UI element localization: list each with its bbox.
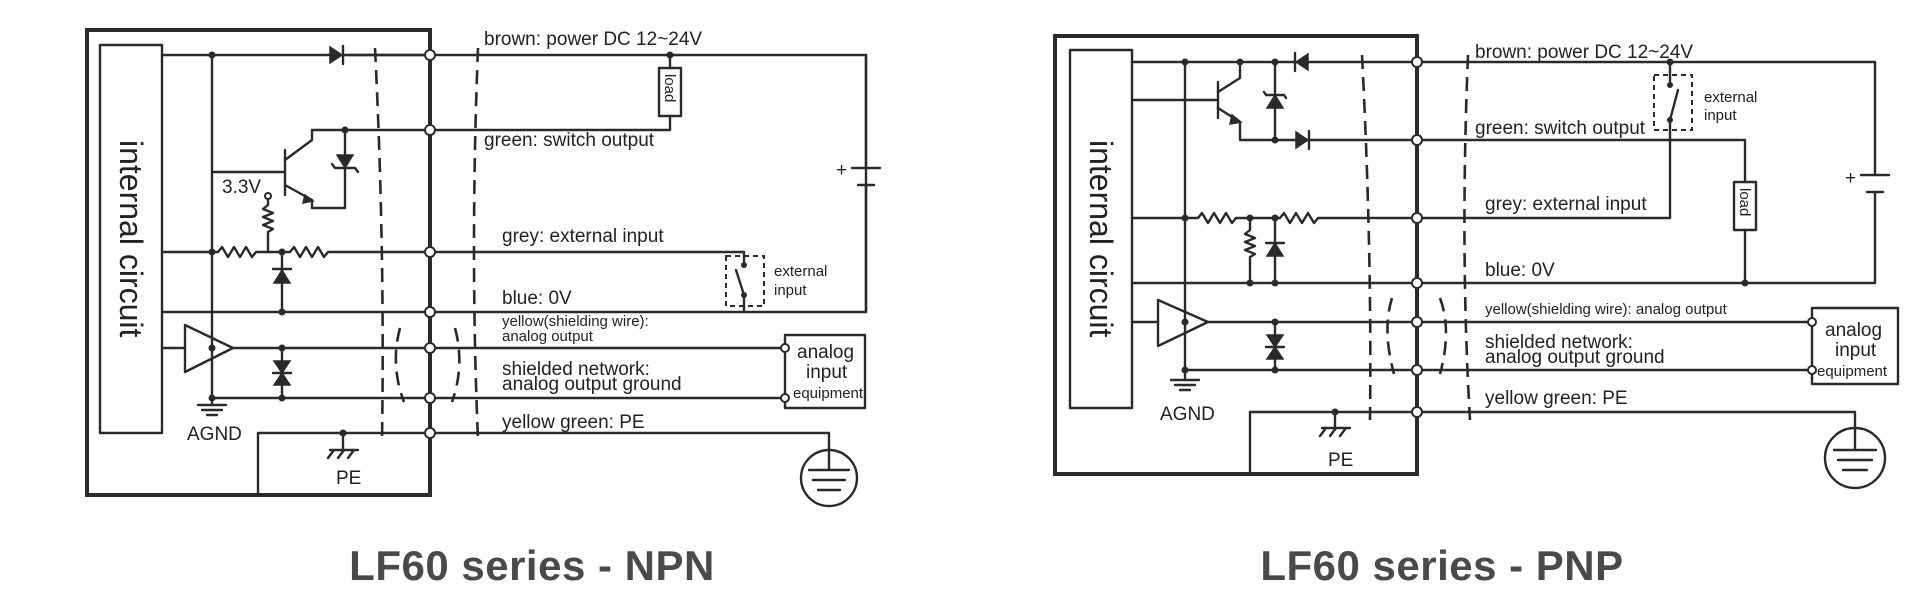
npn-pe-line <box>428 431 831 450</box>
npn-label-shield-2: analog output ground <box>502 374 682 395</box>
pnp-load-label: load <box>1736 188 1753 216</box>
npn-analog-label-1: analog <box>797 342 854 363</box>
npn-battery-plus: + <box>836 160 847 181</box>
npn-connector-terminals <box>424 49 436 439</box>
pnp-housing-box <box>1053 34 1419 476</box>
npn-label-grey: grey: external input <box>502 226 664 247</box>
pnp-label-grey: grey: external input <box>1485 194 1647 215</box>
npn-external-input-label-1: external <box>774 263 827 280</box>
pnp-connector-terminals <box>1411 56 1423 418</box>
pnp-external-input-switch <box>1653 74 1693 131</box>
npn-pe-label: PE <box>336 468 361 489</box>
npn-label-pe: yellow green: PE <box>502 412 645 433</box>
pnp-green-line <box>1415 138 1747 184</box>
pnp-analog-label-3: equipment <box>1817 363 1888 380</box>
pnp-label-shield-1: shielded network: <box>1485 332 1633 353</box>
pnp-caption: LF60 series - PNP <box>1260 542 1623 589</box>
pnp-internal-circuit-label: internal circuit <box>1083 140 1119 338</box>
pnp-label-shield-2: analog output ground <box>1485 347 1665 368</box>
pnp-shield-dash-left <box>1360 54 1372 421</box>
npn-external-input-label-2: input <box>774 282 807 299</box>
pnp-input-diode-icon <box>1265 241 1285 257</box>
npn-label-shield-1: shielded network: <box>502 359 650 380</box>
npn-label-yellow-1: yellow(shielding wire): <box>502 313 649 330</box>
pnp-label-brown: brown: power DC 12~24V <box>1475 42 1693 63</box>
pnp-brown-line <box>1415 60 1877 177</box>
pnp-label-green: green: switch output <box>1475 118 1646 139</box>
pnp-pe-label: PE <box>1328 450 1353 471</box>
npn-junctions <box>208 51 349 437</box>
pnp-external-input-label-1: external <box>1704 89 1757 106</box>
npn-caption: LF60 series - NPN <box>349 542 715 589</box>
pnp-diagram: internal circuit external input <box>1053 34 1900 589</box>
npn-agnd-label: AGND <box>187 424 242 445</box>
npn-input-diode-icon <box>272 268 292 284</box>
pnp-label-blue: blue: 0V <box>1485 260 1555 281</box>
npn-analog-label-3: equipment <box>793 385 864 402</box>
pnp-earth-icon <box>1823 426 1887 490</box>
pnp-grey-inner <box>1130 211 1419 225</box>
pnp-agnd-label: AGND <box>1160 404 1215 425</box>
npn-label-green: green: switch output <box>484 130 655 151</box>
npn-grey-inner <box>160 245 432 259</box>
npn-analog-equipment-box <box>783 333 867 410</box>
pnp-grey-line <box>1415 138 1672 220</box>
npn-diagram: internal circuit 3.3V <box>85 28 882 589</box>
pnp-pulldown-resistor-icon <box>1243 216 1257 285</box>
pnp-pe-ground-symbol <box>1318 426 1352 438</box>
npn-internal-circuit-label: internal circuit <box>113 140 149 338</box>
npn-transistor-collector <box>283 128 432 162</box>
npn-pullup-resistor-icon <box>261 197 275 254</box>
pnp-zener-icon <box>1265 93 1285 109</box>
pnp-junctions <box>1181 58 1339 416</box>
npn-internal-circuit-box <box>98 43 164 435</box>
pnp-shield-dash-right <box>1463 54 1472 421</box>
pnp-diode-icon <box>1294 52 1309 72</box>
pnp-transistor-emitter <box>1216 60 1242 94</box>
pnp-pe-line <box>1415 410 1857 432</box>
pnp-agnd-symbol <box>1169 368 1201 392</box>
pnp-analog-label-2: input <box>1835 340 1877 361</box>
npn-label-yellow-2: analog output <box>502 328 594 345</box>
pnp-transistor-collector <box>1216 106 1298 142</box>
npn-diode-icon <box>329 45 344 65</box>
npn-zener-icon <box>335 154 355 170</box>
pnp-analog-equipment-box <box>1810 306 1900 386</box>
pnp-analog-label-1: analog <box>1825 320 1882 341</box>
npn-load-label: load <box>661 74 678 102</box>
npn-transistor-emitter <box>283 128 347 210</box>
pnp-label-pe: yellow green: PE <box>1485 388 1628 409</box>
pnp-battery-icon <box>1859 173 1891 194</box>
pnp-label-yellow: yellow(shielding wire): analog output <box>1485 301 1728 318</box>
npn-shield-dash-left <box>373 47 384 441</box>
pnp-blue-line <box>1130 190 1877 285</box>
pnp-battery-plus: + <box>1845 168 1856 189</box>
npn-label-brown: brown: power DC 12~24V <box>484 29 702 50</box>
npn-shield-dash-right <box>472 47 480 441</box>
pnp-internal-circuit-box <box>1068 48 1134 410</box>
npn-voltage-label: 3.3V <box>222 177 261 198</box>
npn-analog-label-2: input <box>806 362 848 383</box>
npn-brown-line <box>348 53 868 179</box>
npn-pe-ground-symbol <box>326 448 360 460</box>
npn-label-blue: blue: 0V <box>502 288 572 309</box>
pnp-external-input-label-2: input <box>1704 107 1737 124</box>
